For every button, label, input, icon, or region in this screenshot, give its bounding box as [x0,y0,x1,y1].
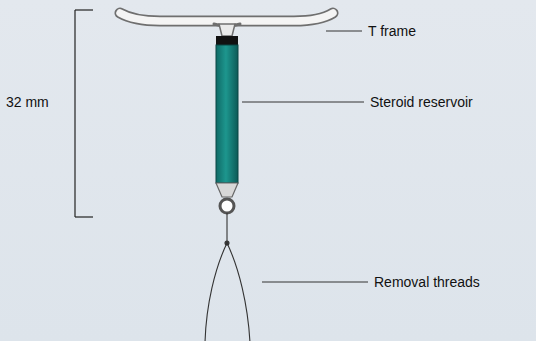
part-label: Steroid reservoir [370,94,473,110]
steroid-reservoir [216,36,238,213]
dimension-label: 32 mm [6,94,49,110]
part-label: T frame [368,23,416,39]
dimension-bracket [75,10,93,217]
t-frame [120,13,333,36]
leader-lines [242,31,368,282]
part-label: Removal threads [374,274,480,290]
removal-threads [205,213,250,341]
